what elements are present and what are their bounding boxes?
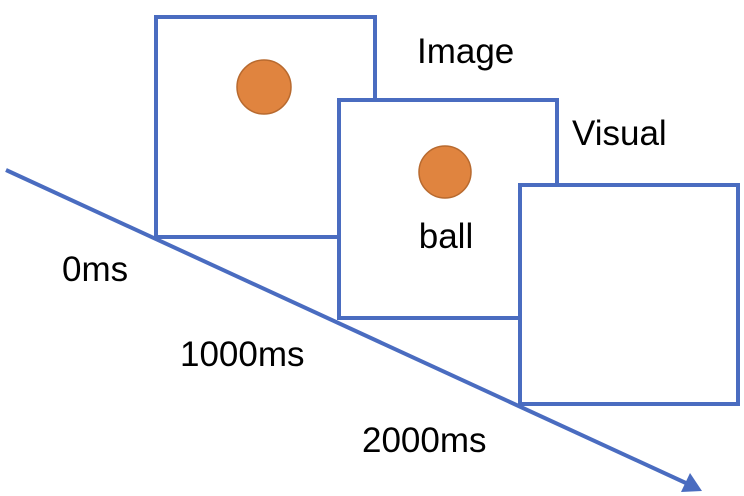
orange-ball-icon [236,59,292,115]
frame-blank [518,183,740,406]
orange-ball-icon [418,145,472,199]
timeline-arrow [5,168,702,492]
frame-blank-box [518,183,740,406]
timeline-line [5,168,689,486]
frame-title-visual: Visual [572,114,667,153]
stimulus-word: ball [419,217,473,256]
arrowhead-icon [681,473,702,492]
time-mark-0: 0ms [62,250,128,289]
frame-title-image: Image [417,32,514,71]
time-mark-1000: 1000ms [180,335,305,374]
time-mark-2000: 2000ms [362,421,487,460]
